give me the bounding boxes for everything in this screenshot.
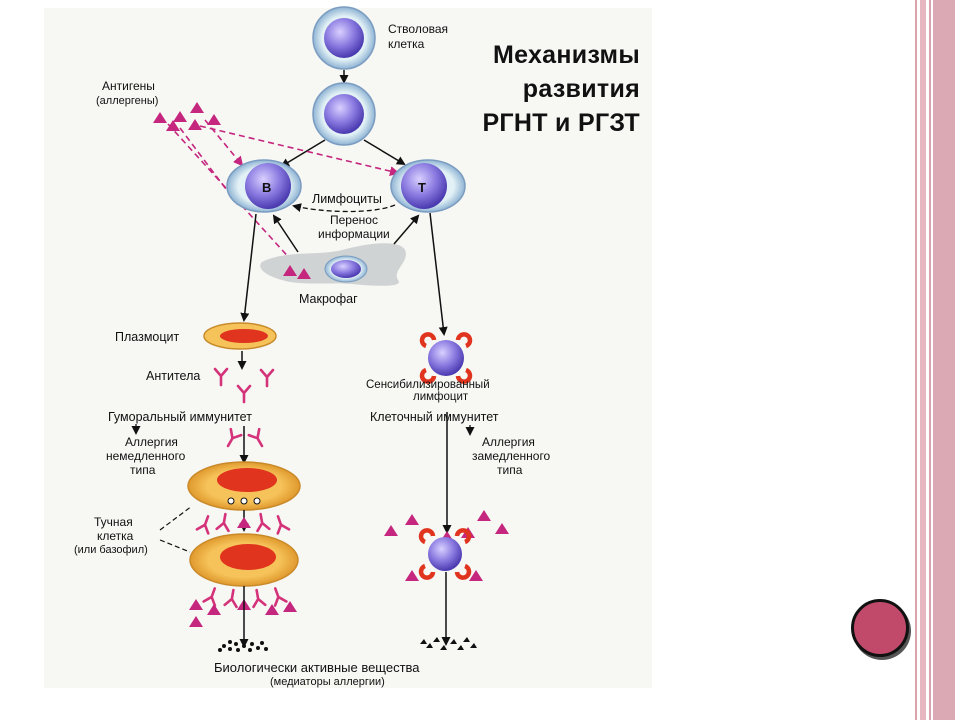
antigen-icon — [237, 517, 251, 528]
lymphoid-precursor-cell — [312, 82, 376, 146]
mast-cell-pointer — [159, 505, 193, 553]
title-line: РГНТ и РГЗТ — [482, 109, 640, 137]
antigens-label: Антигены — [102, 79, 155, 93]
mast-cell — [189, 533, 299, 587]
antigen-icon — [405, 570, 419, 581]
plasmocyte — [203, 322, 277, 350]
arrow — [240, 213, 257, 322]
antibodies-label: Антитела — [146, 369, 200, 383]
arrow — [429, 212, 448, 336]
mast-cell-label: Тучная — [94, 515, 133, 529]
arrow — [272, 214, 299, 253]
antigen-cluster — [189, 599, 297, 627]
t-letter: T — [418, 180, 426, 195]
mediator-triangles-right — [420, 637, 477, 650]
mast-cell-label: (или базофил) — [74, 544, 148, 556]
macrophage-label: Макрофаг — [299, 292, 358, 306]
allergy-immediate-label: Аллергия — [125, 435, 178, 449]
decorative-stripe — [920, 0, 926, 720]
cellular-immunity-label: Клеточный иммунитет — [370, 410, 499, 424]
decorative-stripe — [933, 0, 955, 720]
antibody-group — [213, 367, 275, 404]
sensitized-lymphocyte — [419, 332, 473, 384]
antigen-cluster — [153, 102, 221, 131]
slide-nav-button[interactable] — [851, 599, 909, 657]
info-transfer-label: информации — [318, 227, 390, 241]
arrow — [280, 139, 326, 168]
plasmocyte-label: Плазмоцит — [115, 330, 180, 344]
stem-cell-label: Стволовая — [388, 22, 448, 36]
humoral-immunity-label: Гуморальный иммунитет — [108, 410, 252, 424]
allergy-immediate-label: типа — [130, 463, 156, 477]
arrow — [393, 214, 420, 245]
title-line: развития — [522, 75, 640, 103]
activated-lymphocyte — [418, 528, 472, 580]
decorative-stripe — [915, 0, 917, 720]
title-line: Механизмы — [492, 41, 640, 69]
mast-cell — [187, 461, 301, 511]
mediator-dots-left — [218, 640, 268, 652]
b-letter: B — [262, 180, 271, 195]
stem-cell — [312, 6, 376, 70]
stem-cell-label: клетка — [388, 37, 425, 51]
lymphocytes-label: Лимфоциты — [312, 192, 382, 206]
antibody-group — [221, 427, 269, 451]
allergy-delayed-label: типа — [497, 463, 523, 477]
info-transfer-label: Перенос — [330, 213, 378, 227]
b-lymphocyte: B — [226, 159, 302, 213]
info-transfer-arrow — [292, 203, 396, 213]
allergy-delayed-label: замедленного — [472, 449, 551, 463]
slide-title: Механизмы развития РГНТ и РГЗТ — [470, 38, 640, 140]
arrow — [363, 139, 406, 166]
bioactive-substances-label: (медиаторы аллергии) — [270, 676, 385, 688]
decorative-stripe — [929, 0, 931, 720]
sensitized-label: Сенсибилизированный — [366, 379, 490, 391]
allergy-immediate-label: немедленного — [106, 449, 186, 463]
antigens-label: (аллергены) — [96, 95, 158, 107]
t-lymphocyte: T — [390, 159, 466, 213]
allergy-delayed-label: Аллергия — [482, 435, 535, 449]
bioactive-substances-label: Биологически активные вещества — [214, 660, 420, 675]
sensitized-label: лимфоцит — [413, 391, 469, 403]
macrophage-cell — [324, 255, 368, 283]
mast-cell-label: клетка — [97, 529, 134, 543]
